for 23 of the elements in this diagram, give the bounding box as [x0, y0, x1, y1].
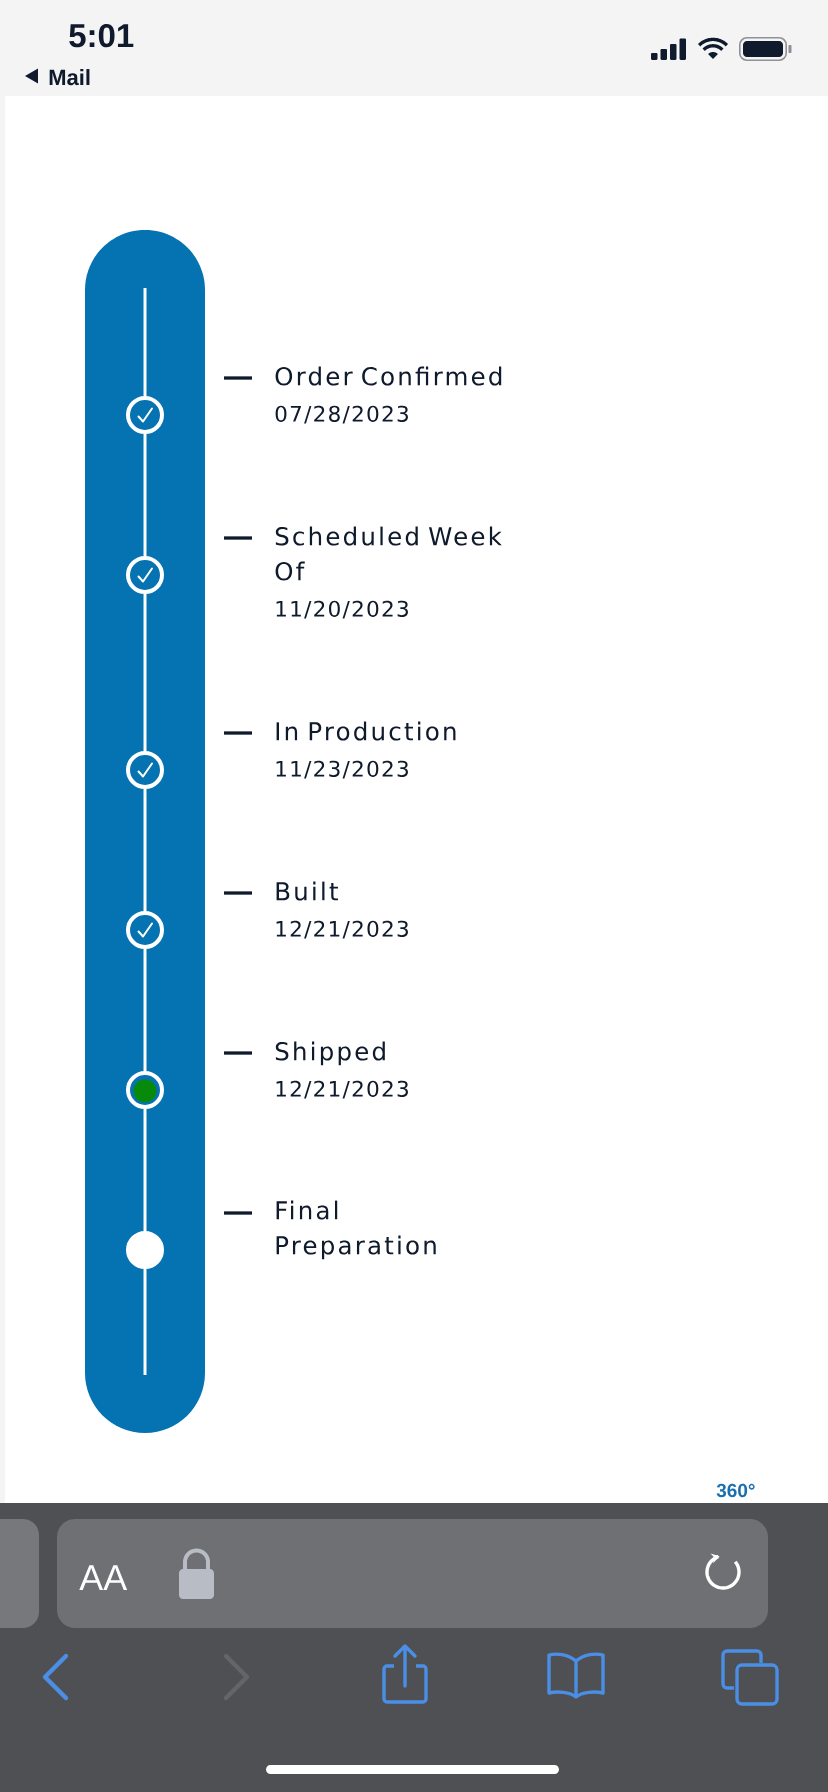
step-date: 12/21/2023 — [276, 1080, 408, 1099]
timeline-line — [143, 434, 147, 556]
step-date: 07/28/2023 — [275, 405, 408, 424]
timeline-line — [143, 949, 147, 1071]
step-date: 11/20/2023 — [276, 600, 408, 619]
timeline-bar — [85, 230, 205, 1433]
timeline-line — [143, 594, 147, 751]
clock-time: 5:01 — [69, 23, 134, 48]
step-title: Built — [276, 881, 338, 901]
step-title: In Production — [276, 721, 456, 741]
step-title: Shipped — [275, 1041, 385, 1066]
timeline-line — [143, 1269, 147, 1375]
timeline-line — [143, 288, 147, 396]
timeline-line — [143, 1109, 147, 1231]
step-date: 12/21/2023 — [276, 920, 408, 939]
text-size-label: AA — [79, 1565, 128, 1590]
step-title: Final Preparation — [276, 1200, 436, 1260]
step-title: Order Confirmed — [275, 366, 502, 386]
back-link: Mail — [49, 69, 90, 86]
step-date: 11/23/2023 — [276, 760, 408, 779]
timeline-line — [143, 789, 147, 911]
view-link: 360° — [716, 1483, 755, 1498]
step-title: Scheduled Week Of — [275, 526, 502, 581]
